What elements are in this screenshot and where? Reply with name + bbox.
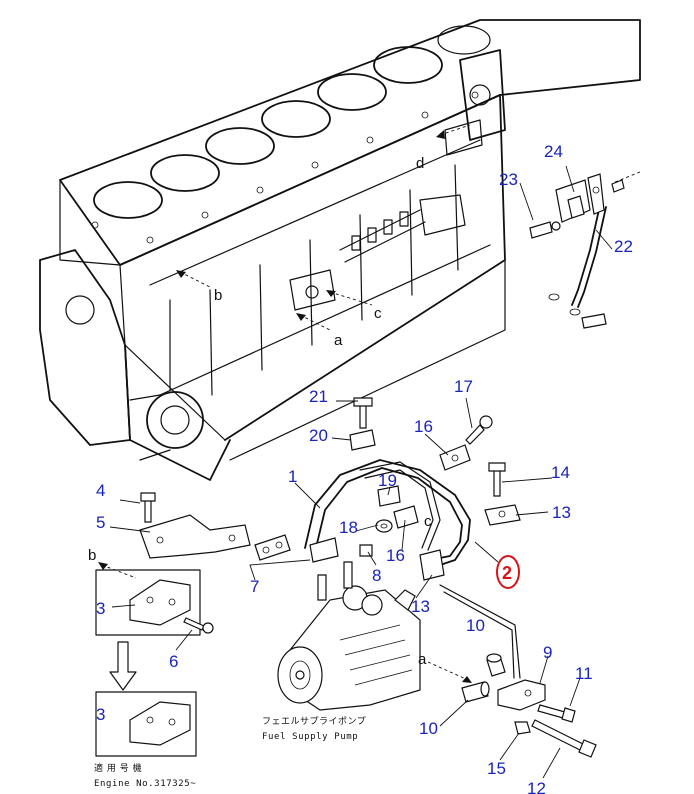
callout-23: 23: [499, 170, 518, 189]
engine-block: [39, 19, 641, 481]
detail-box-b: [95, 569, 201, 636]
clamp-7: [254, 534, 291, 561]
callout-17: 17: [454, 377, 473, 396]
dowel-10-lower: [461, 681, 490, 703]
bolt-6: [183, 617, 214, 634]
rear-flange: [459, 49, 506, 141]
view-letter-a: a: [334, 332, 343, 349]
callout-6: 6: [169, 652, 178, 671]
bolt-12: [531, 719, 597, 758]
clamp-16-upper: [439, 444, 471, 471]
callout-9: 9: [543, 643, 552, 662]
view-a-arrow-lower: [427, 661, 472, 683]
callout-16-upper: 16: [414, 417, 433, 436]
fuel-supply-pump: [277, 561, 421, 711]
bolt-21: [353, 397, 373, 429]
oil-pipe-22-assembly: [529, 171, 641, 329]
view-letter-a-lower: a: [418, 651, 427, 668]
injection-ports: [289, 119, 483, 311]
clamp-20: [349, 429, 376, 451]
callout-14: 14: [551, 463, 570, 482]
leader-lines: [109, 165, 613, 779]
bolt-17: [465, 415, 493, 445]
callout-13-upper: 13: [552, 503, 571, 522]
callout-20: 20: [309, 426, 328, 445]
callout-7: 7: [250, 577, 259, 596]
nut-15: [514, 721, 531, 735]
callout-18: 18: [339, 518, 358, 537]
applicability-japanese: 適 用 号 機: [94, 762, 142, 774]
callout-15: 15: [487, 759, 506, 778]
callout-2-highlight: 2: [496, 555, 520, 589]
callout-21: 21: [309, 387, 328, 406]
bracket-5: [139, 514, 251, 559]
view-letter-c: c: [374, 305, 382, 322]
dowel-10-upper: [486, 653, 506, 677]
view-b-arrow: [98, 562, 137, 579]
applicability-english: Engine No.317325~: [94, 779, 196, 789]
callout-10-upper: 10: [466, 616, 485, 635]
callout-3-detail-b: 3: [96, 599, 105, 618]
callout-5: 5: [96, 513, 105, 532]
bracket-9: [497, 679, 546, 711]
callout-16-lower: 16: [386, 546, 405, 565]
applicability-detail-box: [95, 691, 197, 757]
clamp-19: [377, 485, 401, 507]
applicability-arrow: [109, 641, 137, 691]
callout-3-applicability: 3: [96, 705, 105, 724]
clamp-13-upper: [484, 504, 521, 526]
callout-22: 22: [614, 237, 633, 256]
clamp-13-lower: [419, 549, 445, 581]
pump-label-japanese: フェエルサプライポンプ: [262, 716, 366, 727]
gear-case: [39, 249, 204, 461]
pipe-to-bracket-9: [439, 584, 521, 679]
engine-view-arrows: [176, 124, 471, 331]
callout-11: 11: [575, 664, 593, 683]
view-letter-b-detail: b: [88, 547, 96, 564]
view-letter-d: d: [416, 155, 424, 172]
callout-4: 4: [96, 481, 105, 500]
washer-18: [375, 519, 393, 533]
callout-2: 2: [502, 563, 512, 583]
callout-10-lower: 10: [419, 719, 438, 738]
callout-12: 12: [527, 779, 546, 794]
callout-19: 19: [378, 471, 397, 490]
clamp-16-lower: [393, 505, 419, 529]
view-letter-c-mid: c: [424, 513, 432, 530]
callout-8: 8: [372, 566, 381, 585]
bolt-11: [537, 704, 576, 723]
callout-24: 24: [544, 142, 563, 161]
cylinder-bores: [93, 25, 491, 219]
pump-label-english: Fuel Supply Pump: [262, 732, 358, 742]
view-letter-b: b: [214, 287, 222, 304]
connector-clamp: [309, 537, 373, 563]
bolt-4: [140, 492, 156, 523]
fuel-pipe-1: [304, 459, 471, 566]
callout-1: 1: [288, 467, 297, 486]
callout-13-lower: 13: [411, 597, 430, 616]
bolt-14: [488, 462, 506, 497]
